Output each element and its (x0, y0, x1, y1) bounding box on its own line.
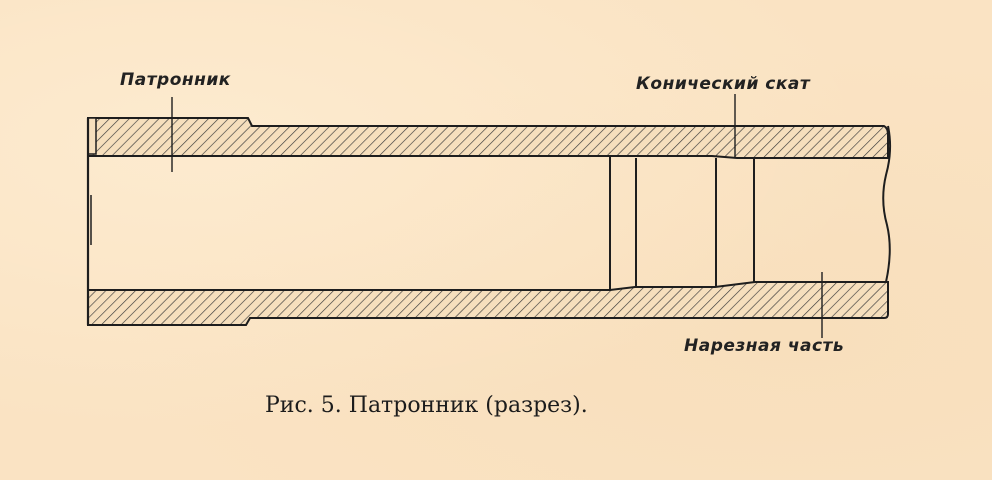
bottom-wall (87, 281, 889, 326)
section-lines (609, 156, 755, 290)
chamber-label: Патронник (120, 70, 231, 90)
break-line (882, 125, 892, 283)
top-wall (87, 117, 889, 159)
breech-end (86, 118, 92, 325)
conical-slope-label: Конический скат (636, 74, 811, 94)
rifled-part-label: Нарезная часть (684, 336, 845, 356)
figure-caption: Рис. 5. Патронник (разрез). (265, 393, 588, 418)
